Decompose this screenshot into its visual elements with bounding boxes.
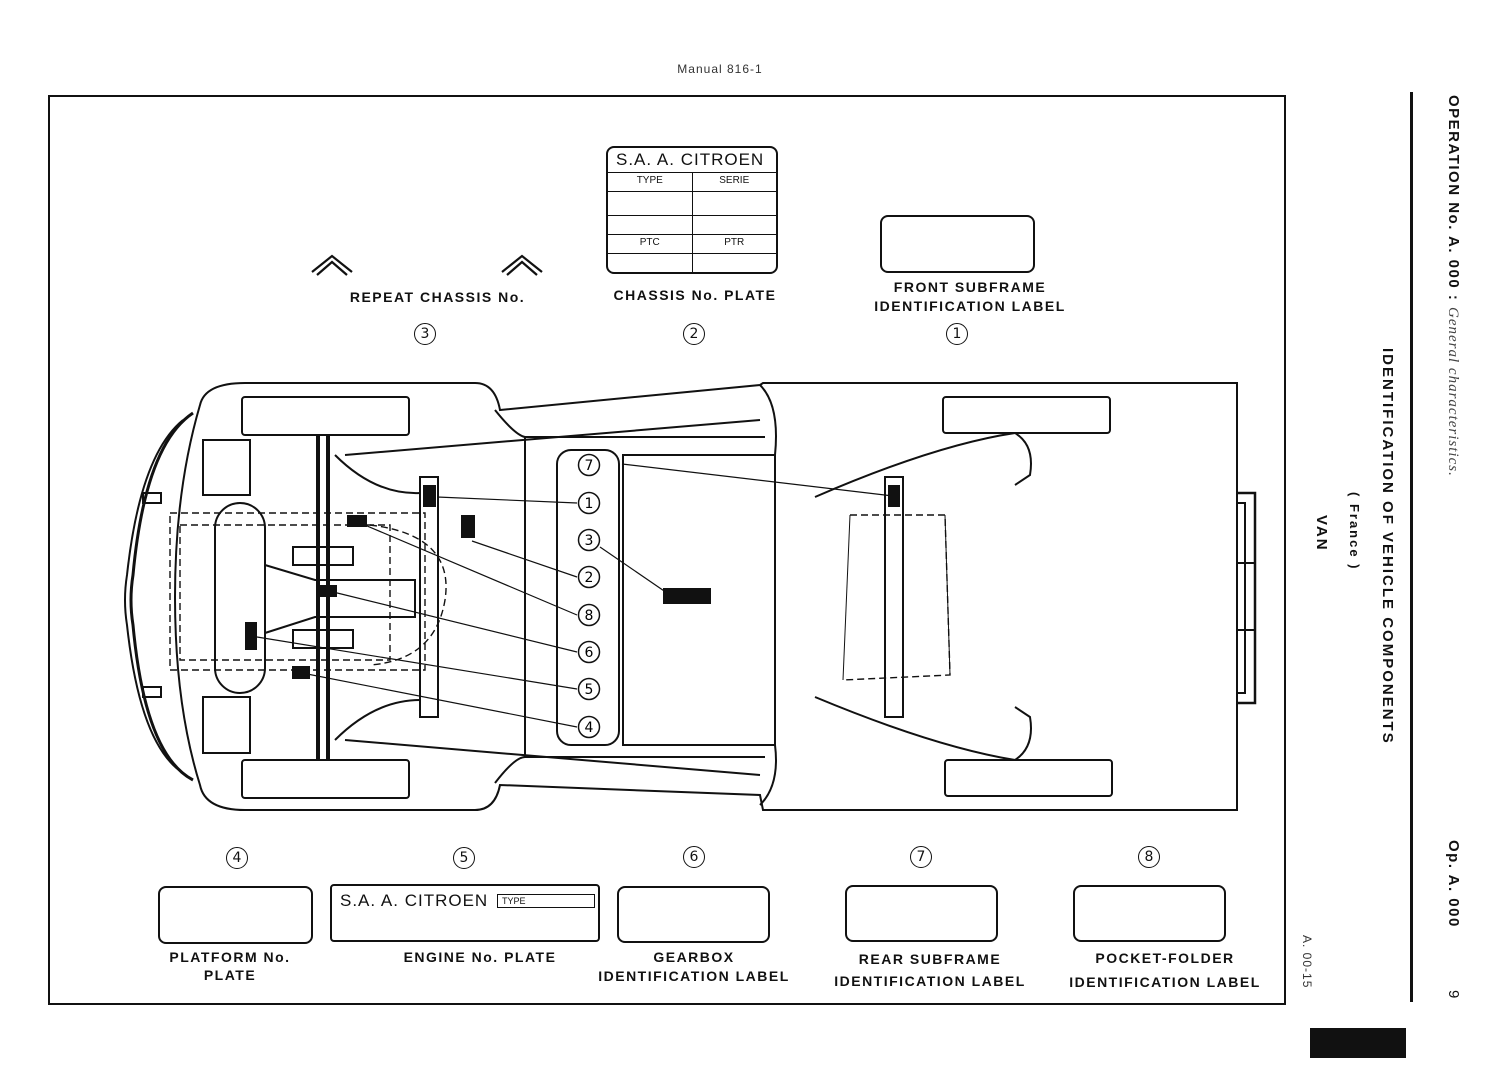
- operation-subtitle: General characteristics.: [1445, 307, 1461, 477]
- callout-3: 3: [414, 323, 436, 345]
- callout-8: 8: [1138, 846, 1160, 868]
- vehicle-label: VAN: [1313, 515, 1330, 552]
- diagram-callout: 8: [577, 603, 601, 627]
- manual-number: Manual 816-1: [677, 62, 763, 76]
- region-label: ( France ): [1347, 492, 1362, 571]
- diagram-frame: [48, 95, 1286, 1005]
- engine-plate-maker: S.A. A. CITROEN: [340, 891, 489, 910]
- rear-subframe-label-box: [845, 885, 998, 942]
- page-number: 9: [1445, 990, 1462, 999]
- diagram-callout: 5: [577, 677, 601, 701]
- rear-subframe-line2: IDENTIFICATION LABEL: [834, 973, 1026, 989]
- callout-2: 2: [683, 323, 705, 345]
- diagram-callout: 7: [577, 453, 601, 477]
- plate-serie-label: SERIE: [691, 173, 777, 191]
- pocket-folder-caption: POCKET-FOLDER IDENTIFICATION LABEL: [1055, 946, 1275, 994]
- callout-7: 7: [910, 846, 932, 868]
- diagram-callout-4: 4: [585, 720, 594, 736]
- front-subframe-caption: FRONT SUBFRAME IDENTIFICATION LABEL: [860, 278, 1080, 316]
- gearbox-caption: GEARBOX IDENTIFICATION LABEL: [585, 948, 803, 986]
- plate-ptc-label: PTC: [639, 237, 660, 248]
- diagram-callout: 2: [577, 565, 601, 589]
- pocket-folder-line1: POCKET-FOLDER: [1095, 950, 1235, 966]
- op-reference: Op. A. 000: [1445, 840, 1462, 928]
- side-rule: [1410, 92, 1413, 1002]
- operation-heading: OPERATION No. A. 000 : General character…: [1444, 95, 1462, 477]
- platform-caption: PLATFORM No. PLATE: [140, 948, 320, 984]
- platform-line1: PLATFORM No.: [169, 949, 291, 965]
- diagram-callout: 3: [577, 528, 601, 552]
- front-subframe-line2: IDENTIFICATION LABEL: [874, 298, 1066, 314]
- page-tab-marker: [1310, 1028, 1406, 1058]
- diagram-callout-5: 5: [585, 682, 594, 698]
- page-title: IDENTIFICATION OF VEHICLE COMPONENTS: [1379, 348, 1396, 745]
- platform-plate-box: [158, 886, 313, 944]
- pocket-folder-label-box: [1073, 885, 1226, 942]
- chassis-plate: S.A. A. CITROEN TYPE SERIE PTC PTR: [606, 146, 778, 274]
- front-subframe-line1: FRONT SUBFRAME: [893, 279, 1047, 295]
- callout-6: 6: [683, 846, 705, 868]
- diagram-callout-6: 6: [585, 645, 594, 661]
- pocket-folder-line2: IDENTIFICATION LABEL: [1069, 974, 1261, 990]
- chevron-marks-icon: [311, 254, 543, 276]
- engine-plate: S.A. A. CITROEN TYPE: [330, 884, 600, 942]
- diagram-callout-7: 7: [585, 458, 594, 474]
- front-subframe-label-box: [880, 215, 1035, 273]
- callout-1: 1: [946, 323, 968, 345]
- gearbox-line2: IDENTIFICATION LABEL: [598, 968, 790, 984]
- plate-ptr-label: PTR: [691, 235, 777, 253]
- callout-4: 4: [226, 847, 248, 869]
- platform-line2: PLATE: [203, 967, 257, 983]
- chassis-plate-label: CHASSIS No. PLATE: [613, 287, 777, 303]
- rear-subframe-line1: REAR SUBFRAME: [858, 951, 1002, 967]
- van-chassis-diagram: 7 1 3 2 8 6 5 4: [124, 382, 1257, 811]
- gearbox-line1: GEARBOX: [653, 949, 735, 965]
- diagram-callout-2: 2: [585, 570, 594, 586]
- diagram-callout: 4: [577, 715, 601, 739]
- diagram-callout-8: 8: [585, 608, 594, 624]
- engine-caption: ENGINE No. PLATE: [403, 949, 557, 965]
- diagram-callout: 1: [577, 491, 601, 515]
- diagram-callout-1: 1: [585, 496, 594, 512]
- rear-subframe-caption: REAR SUBFRAME IDENTIFICATION LABEL: [820, 948, 1040, 992]
- engine-plate-type: TYPE: [497, 894, 595, 908]
- repeat-chassis-label: REPEAT CHASSIS No.: [349, 289, 526, 305]
- diagram-callout-3: 3: [585, 533, 594, 549]
- operation-number: OPERATION No. A. 000 :: [1445, 95, 1462, 302]
- chassis-plate-maker: S.A. A. CITROEN: [616, 150, 765, 169]
- callout-5: 5: [453, 847, 475, 869]
- diagram-callout: 6: [577, 640, 601, 664]
- gearbox-label-box: [617, 886, 770, 943]
- plate-type-label: TYPE: [636, 175, 663, 186]
- figure-code: A. 00-15: [1300, 935, 1314, 989]
